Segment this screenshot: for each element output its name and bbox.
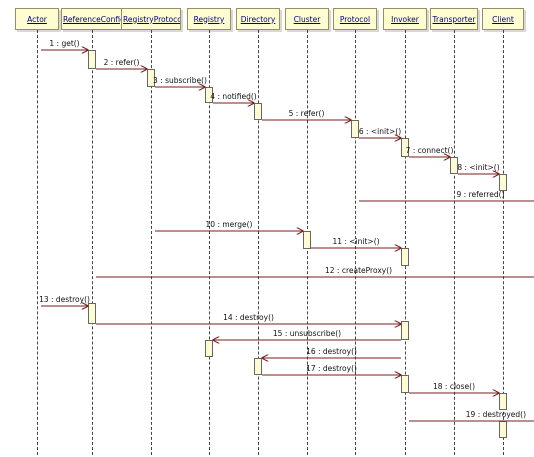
activation-bar (401, 321, 409, 340)
lifeline-head-transporter: Transporter (430, 8, 478, 30)
lifeline-head-invoker: Invoker (383, 8, 427, 30)
activation-bar (205, 340, 213, 357)
message-label-2: 2 : refer() (103, 58, 140, 67)
lifeline-label: Cluster (293, 14, 321, 24)
lifeline-label: Directory (240, 14, 276, 24)
lifeline-head-registryprotocol: RegistryProtocol (121, 8, 181, 30)
lifeline-head-registry: Registry (187, 8, 231, 30)
lifeline-head-cluster: Cluster (285, 8, 329, 30)
activation-bar (401, 138, 409, 157)
activation-bar (205, 87, 213, 103)
message-label-14: 14 : destroy() (223, 313, 274, 322)
message-label-10: 10 : merge() (205, 220, 253, 229)
lifeline-head-actor: Actor (15, 8, 59, 30)
message-label-5: 5 : refer() (288, 109, 325, 118)
message-label-6: 6 : <init>() (358, 127, 402, 136)
activation-bar (88, 303, 96, 324)
activation-bar (450, 157, 458, 174)
activation-bar (351, 120, 359, 138)
message-label-16: 16 : destroy() (306, 347, 357, 356)
lifeline-label: Actor (27, 14, 47, 24)
lifeline-label: Protocol (339, 14, 371, 24)
activation-bar (88, 50, 96, 69)
lifeline-label: Invoker (391, 14, 419, 24)
activation-bar (147, 69, 155, 87)
message-label-13: 13 : destroy() (39, 295, 90, 304)
lifeline-label: Transporter (432, 14, 476, 24)
lifeline-line-transporter (454, 30, 455, 455)
activation-bar (254, 103, 262, 120)
activation-bar (401, 375, 409, 393)
message-label-9: 9 : referred() (456, 190, 505, 199)
lifeline-label: RegistryProtocol (123, 14, 180, 24)
activation-bar (254, 358, 262, 375)
lifeline-head-protocol: Protocol (333, 8, 377, 30)
activation-bar (401, 248, 409, 266)
message-label-3: 3 : subscribe() (153, 76, 207, 85)
lifeline-line-registryprotocol (151, 30, 152, 455)
message-label-15: 15 : unsubscribe() (272, 329, 342, 338)
message-label-18: 18 : close() (432, 382, 475, 391)
message-label-11: 11 : <init>() (332, 237, 380, 246)
message-label-8: 8 : <init>() (457, 163, 500, 172)
lifeline-line-referenceconfig (92, 30, 93, 455)
activation-bar (499, 174, 507, 191)
lifeline-line-client (503, 30, 504, 455)
lifeline-label: Registry (193, 14, 225, 24)
lifeline-line-registry (209, 30, 210, 455)
message-label-17: 17 : destroy() (306, 364, 357, 373)
message-label-4: 4 : notified() (210, 92, 257, 101)
message-label-19: 19 : destroyed() (465, 410, 526, 419)
lifeline-line-actor (37, 30, 38, 455)
lifeline-label: ReferenceConfig (63, 14, 122, 24)
message-label-12: 12 : createProxy() (325, 266, 393, 275)
lifeline-line-protocol (355, 30, 356, 455)
lifeline-head-referenceconfig: ReferenceConfig (61, 8, 123, 30)
activation-bar (499, 393, 507, 410)
activation-bar (303, 231, 311, 249)
lifeline-line-invoker (405, 30, 406, 455)
activation-bar (499, 421, 507, 438)
lifeline-line-directory (258, 30, 259, 455)
lifeline-label: Client (492, 14, 514, 24)
lifeline-head-directory: Directory (236, 8, 280, 30)
message-label-7: 7 : connect() (405, 146, 454, 155)
message-label-1: 1 : get() (49, 39, 80, 48)
lifeline-head-client: Client (482, 8, 524, 30)
